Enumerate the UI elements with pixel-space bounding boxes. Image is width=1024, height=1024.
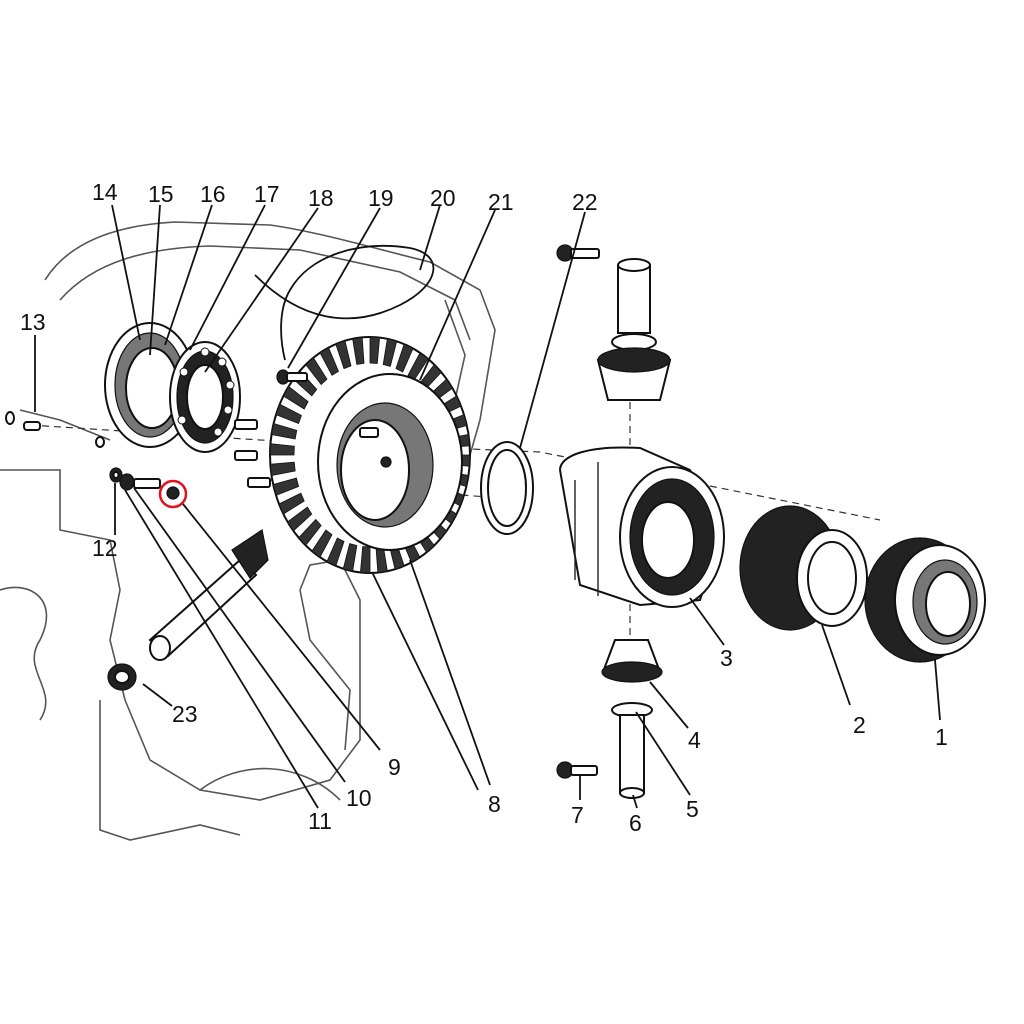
crown-wheel-tooth (335, 340, 352, 370)
crown-wheel-tooth (298, 518, 322, 547)
part-10-bolt (133, 478, 161, 489)
part-12-washer (109, 467, 123, 483)
crown-wheel-tooth (319, 347, 339, 376)
part-11-nut (119, 473, 135, 491)
crown-wheel-tooth (326, 537, 345, 567)
part-4-bevel-pinion (601, 639, 663, 683)
callout-1: 1 (935, 724, 948, 750)
callout-19: 19 (368, 185, 394, 211)
part-21-ring (480, 441, 534, 535)
crown-wheel-tooth (305, 357, 328, 386)
crown-wheel-tooth (275, 403, 302, 425)
crown-wheel-tooth (287, 506, 313, 532)
small-bolts (95, 419, 271, 488)
callout-12: 12 (92, 535, 118, 561)
part-22-screw (556, 244, 600, 262)
callout-16: 16 (200, 181, 226, 207)
part-7-screw (556, 761, 598, 779)
part-6-pin (619, 714, 645, 799)
part-8-crown-wheel (269, 336, 471, 574)
highlight-ring (158, 479, 188, 509)
part-17-ball-bearing (169, 341, 241, 453)
callout-7: 7 (571, 802, 584, 828)
crown-wheel-tooth (271, 422, 298, 440)
crown-wheel-tooth (311, 529, 333, 558)
callout-10: 10 (346, 785, 372, 811)
crown-wheel-tooth (272, 477, 300, 496)
part-3-differential-case (558, 446, 725, 608)
part-13-pin (5, 411, 41, 431)
crown-wheel-tooth (382, 338, 398, 367)
part-19-screw (276, 369, 308, 385)
callout-17: 17 (254, 181, 280, 207)
crown-wheel-tooth (269, 461, 296, 476)
callout-9: 9 (388, 754, 401, 780)
part-9-ball-highlighted (158, 479, 188, 509)
callout-22: 22 (572, 189, 598, 215)
callout-23: 23 (172, 701, 198, 727)
part-20-snap-wire (254, 245, 435, 361)
part-1-splined-ring (864, 537, 986, 663)
callout-8: 8 (488, 791, 501, 817)
callout-11: 11 (308, 808, 332, 834)
crown-wheel-tooth (352, 336, 365, 365)
callout-5: 5 (686, 796, 699, 822)
crown-wheel-tooth (342, 543, 358, 572)
callout-3: 3 (720, 645, 733, 671)
crown-wheel-tooth (369, 336, 381, 364)
callout-18: 18 (308, 185, 334, 211)
part-23-washer (107, 663, 137, 691)
part-2-splined-sleeve (739, 505, 868, 631)
callout-13: 13 (20, 309, 46, 335)
callout-15: 15 (148, 181, 174, 207)
drive-pinion-shaft (148, 529, 269, 661)
callout-20: 20 (430, 185, 456, 211)
housing-outline (0, 221, 496, 841)
callout-6: 6 (629, 810, 642, 836)
crown-wheel-tooth (278, 492, 305, 515)
callout-labels: 1 2 3 4 5 6 7 8 9 10 11 12 13 14 15 16 1… (20, 179, 948, 836)
callout-2: 2 (853, 712, 866, 738)
leader-lines (34, 204, 941, 809)
callout-14: 14 (92, 179, 118, 205)
crown-wheel-tooth (395, 343, 414, 373)
upper-pinion-shaft (596, 258, 672, 401)
crown-wheel-tooth (269, 443, 295, 456)
crown-wheel-tooth (282, 385, 309, 410)
callout-4: 4 (688, 727, 701, 753)
callout-21: 21 (488, 189, 514, 215)
crown-wheel-tooth (359, 546, 371, 574)
